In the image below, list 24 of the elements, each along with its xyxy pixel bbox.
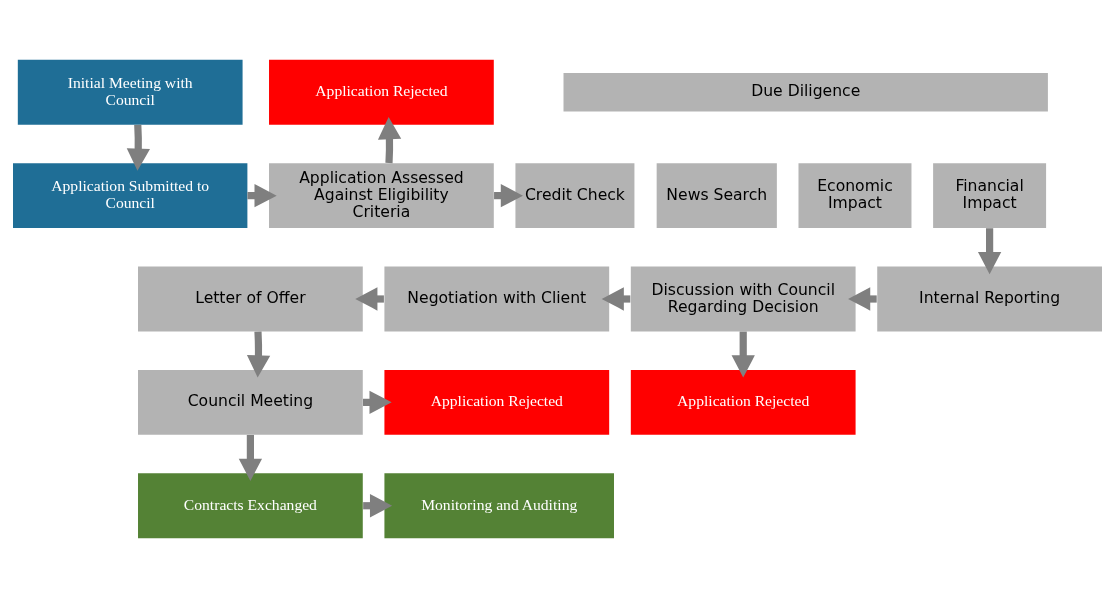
node-box: Economic Impact xyxy=(798,163,912,229)
node-box: Application Submitted to Council xyxy=(13,163,248,229)
node-box: Application Rejected xyxy=(384,369,610,435)
arrow xyxy=(126,124,150,171)
arrow xyxy=(238,434,263,481)
node-box: News Search xyxy=(656,163,777,229)
arrow xyxy=(731,331,755,378)
arrow xyxy=(377,117,402,164)
arrow xyxy=(246,331,271,378)
node-box: Negotiation with Client xyxy=(384,266,610,332)
node-box: Council Meeting xyxy=(138,369,363,435)
node-box: Monitoring and Auditing xyxy=(384,473,614,539)
node-box: Application Assessed Against Eligibility Criteria xyxy=(269,163,494,229)
node-box: Letter of Offer xyxy=(138,266,363,332)
node-box: Credit Check xyxy=(515,163,635,229)
node-box: Application Rejected xyxy=(630,369,856,435)
node-box: Due Diligence xyxy=(563,73,1048,112)
node-box: Contracts Exchanged xyxy=(138,473,363,539)
node-box: Initial Meeting with Council xyxy=(17,59,243,125)
node-box: Discussion with Council Regarding Decision xyxy=(630,266,856,332)
arrow xyxy=(978,228,1002,275)
node-box: Internal Reporting xyxy=(877,266,1102,332)
node-box: Application Rejected xyxy=(269,59,494,125)
node-box: Financial Impact xyxy=(933,163,1047,229)
